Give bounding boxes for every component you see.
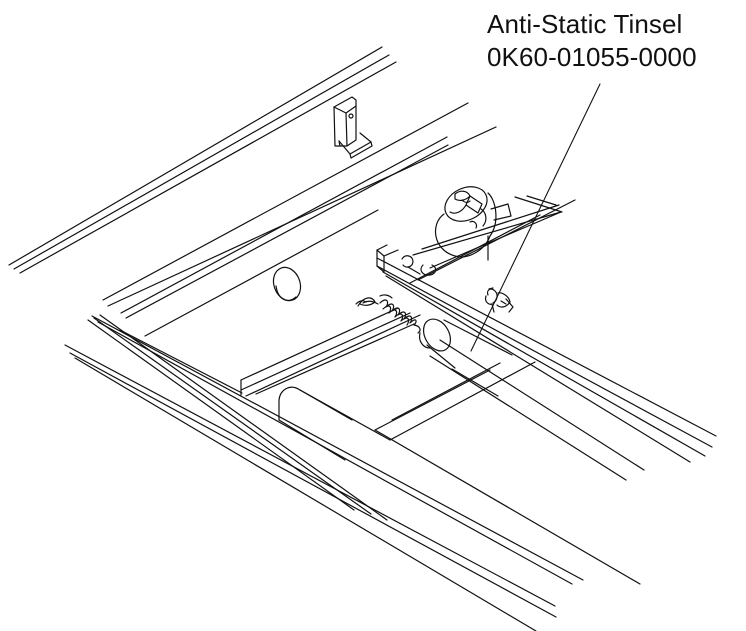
spring-coil — [356, 295, 420, 333]
rail-end-cap — [421, 265, 436, 275]
guide-plate — [279, 362, 640, 584]
part-number-label: 0K60-01055-0000 — [487, 42, 697, 72]
rail-assembly — [377, 196, 716, 480]
part-name-label: Anti-Static Tinsel — [487, 9, 683, 39]
callout-leader-line — [471, 84, 600, 351]
tinsel-callout: Anti-Static Tinsel 0K60-01055-0000 — [487, 8, 742, 74]
oval-hole — [269, 264, 305, 305]
inner-frame — [88, 137, 448, 520]
rail-clips — [402, 256, 513, 312]
roller-cylinder — [418, 314, 512, 396]
bracket-tab — [334, 97, 372, 158]
collar — [435, 180, 511, 260]
upper-panel-edges — [9, 47, 496, 306]
lower-panel-edges — [65, 316, 583, 631]
